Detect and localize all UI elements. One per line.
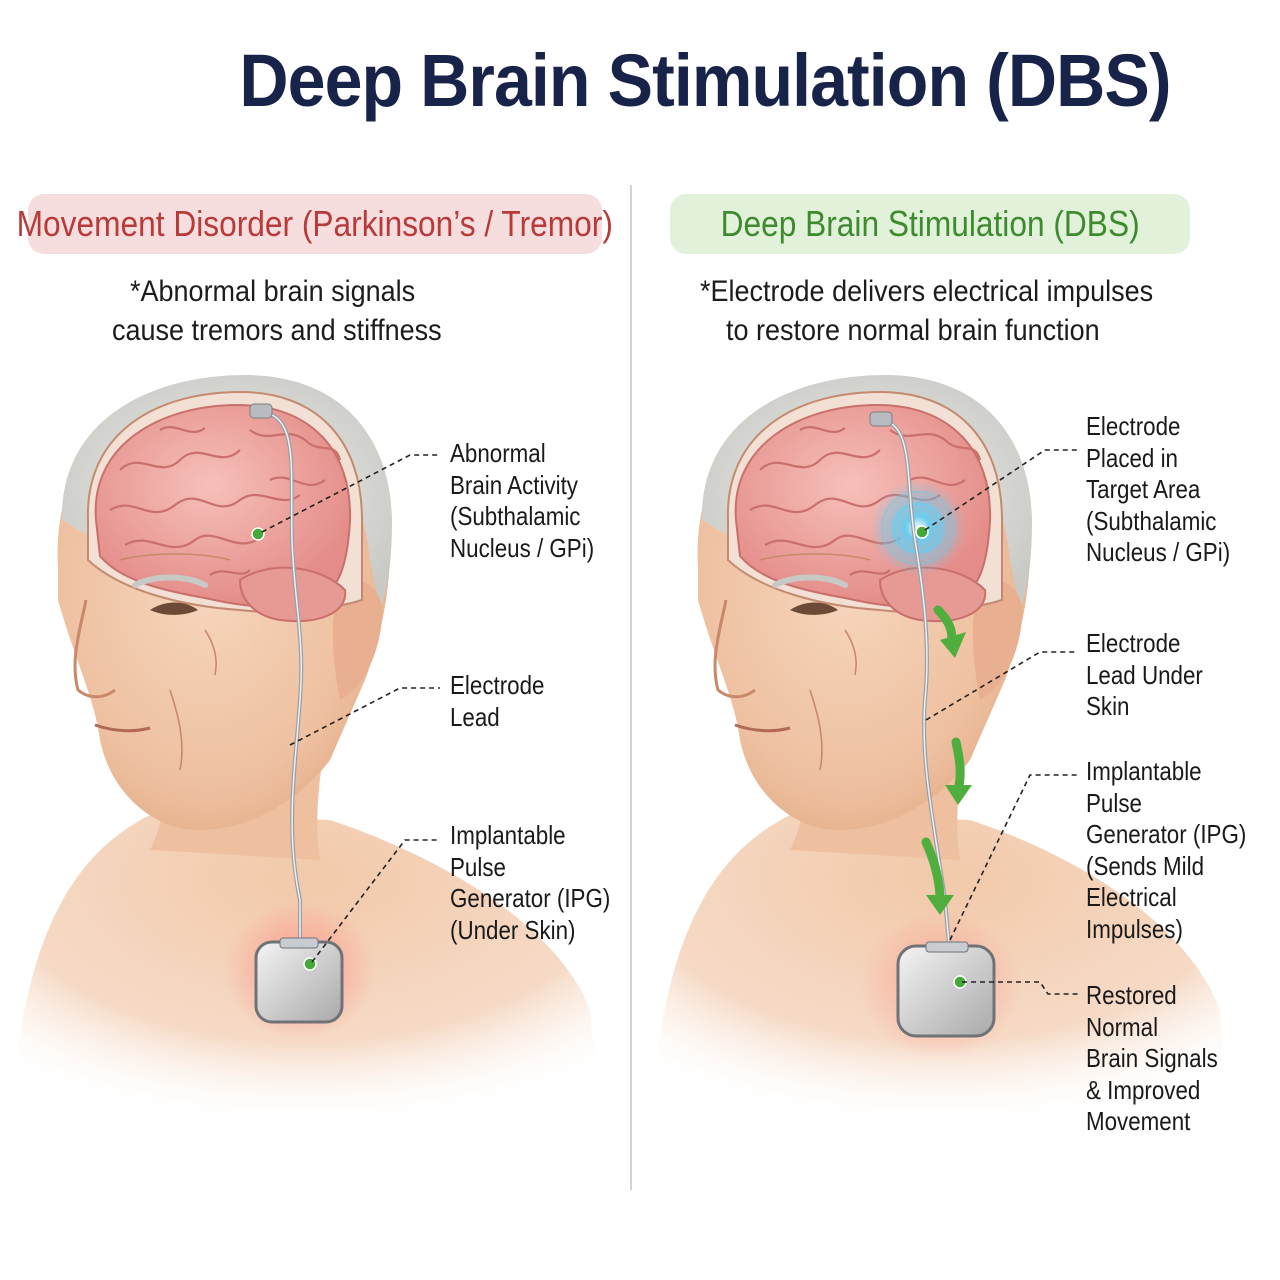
label-electrode-lead-left: Electrode Lead xyxy=(450,670,545,732)
label-electrode-target: Electrode Placed in Target Area (Subthal… xyxy=(1086,411,1231,567)
disorder-heading: Movement Disorder (Parkinson’s / Tremor) xyxy=(17,194,613,254)
disorder-description: *Abnormal brain signals cause tremors an… xyxy=(112,275,442,347)
panel-divider xyxy=(630,185,632,1190)
ear-left xyxy=(332,581,383,700)
ipg-device-left xyxy=(254,940,344,1024)
leaders-right xyxy=(924,449,1078,995)
label-ipg-left: Implantable Pulse Generator (IPG) (Under… xyxy=(450,820,611,945)
brain-folds-left xyxy=(109,426,342,576)
nose-left xyxy=(73,599,116,699)
label-electrode-lead-right: Electrode Lead Under Skin xyxy=(1086,628,1203,721)
mouth-left xyxy=(94,723,151,733)
wrinkles-right xyxy=(759,553,871,771)
label-restored-signals: Restored Normal Brain Signals & Improved… xyxy=(1086,980,1218,1136)
burr-cap-left xyxy=(249,403,273,419)
cerebellum-left xyxy=(238,566,347,622)
ipg-device-right xyxy=(896,944,996,1038)
brow-right xyxy=(772,574,848,588)
burr-cap-right xyxy=(869,411,893,427)
patient-figure-right xyxy=(650,375,1230,1130)
eye-right xyxy=(790,602,838,615)
patient-figure-left xyxy=(10,375,600,1130)
eye-left xyxy=(150,602,198,615)
target-marker-left xyxy=(251,527,265,541)
nose-right xyxy=(713,599,756,699)
mouth-right xyxy=(734,723,791,733)
wrinkles-left xyxy=(119,553,231,771)
target-marker-right xyxy=(915,525,929,539)
label-ipg-right: Implantable Pulse Generator (IPG) (Sends… xyxy=(1086,756,1247,944)
label-abnormal-activity: Abnormal Brain Activity (Subthalamic Nuc… xyxy=(450,438,595,563)
page-title: Deep Brain Stimulation (DBS) xyxy=(239,39,1171,122)
ear-right xyxy=(972,581,1023,700)
leaders-left xyxy=(261,454,440,963)
therapy-heading: Deep Brain Stimulation (DBS) xyxy=(670,194,1190,254)
therapy-description: *Electrode delivers electrical impulses … xyxy=(700,275,1154,347)
impulse-arrowheads xyxy=(926,632,972,915)
brow-left xyxy=(132,574,208,588)
